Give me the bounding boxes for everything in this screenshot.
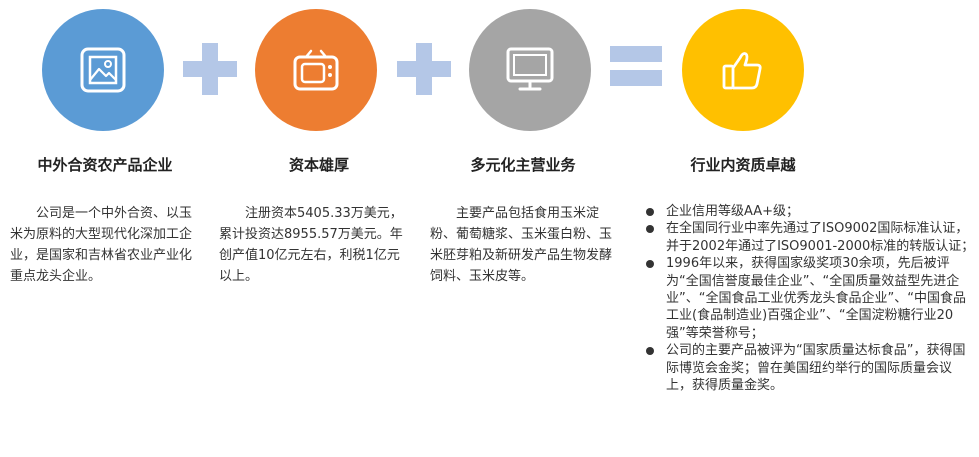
item-title-capital: 资本雄厚 [288,156,349,174]
monitor-icon [506,47,554,91]
picture-frame-circle [42,9,164,131]
item-description-business: 主要产品包括食用玉米淀粉、葡萄糖浆、玉米蛋白粉、玉米胚芽粕及新研发产品生物发酵饲… [430,206,613,284]
plus-sign [397,43,451,95]
item-title-qualification: 行业内资质卓越 [690,156,796,174]
retro-tv-icon [293,49,339,91]
qualification-list: 企业信用等级AA+级； 在全国同行业中率先通过了ISO9002国际标准认证，并于… [640,203,975,394]
equals-sign [610,46,662,92]
retro-tv-circle [255,9,377,131]
plus-sign [183,43,237,95]
list-item: 在全国同行业中率先通过了ISO9002国际标准认证，并于2002年通过了ISO9… [640,220,975,255]
item-description-joint-venture: 公司是一个中外合资、以玉米为原料的大型现代化深加工企业，是国家和吉林省农业产业化… [10,206,193,284]
thumbs-up-circle [682,9,804,131]
thumbs-up-icon [722,52,762,90]
list-item: 企业信用等级AA+级； [640,203,975,220]
picture-frame-icon [80,47,126,93]
list-item: 公司的主要产品被评为“国家质量达标食品”，获得国际博览会金奖；曾在美国纽约举行的… [640,342,975,394]
item-title-business: 多元化主营业务 [470,156,576,174]
item-title-joint-venture: 中外合资农产品企业 [37,156,173,174]
item-description-capital: 注册资本5405.33万美元，累计投资达8955.57万美元。年创产值10亿元左… [219,206,403,284]
list-item: 1996年以来，获得国家级奖项30余项，先后被评为“全国信誉度最佳企业”、“全国… [640,255,975,342]
monitor-circle [469,9,591,131]
